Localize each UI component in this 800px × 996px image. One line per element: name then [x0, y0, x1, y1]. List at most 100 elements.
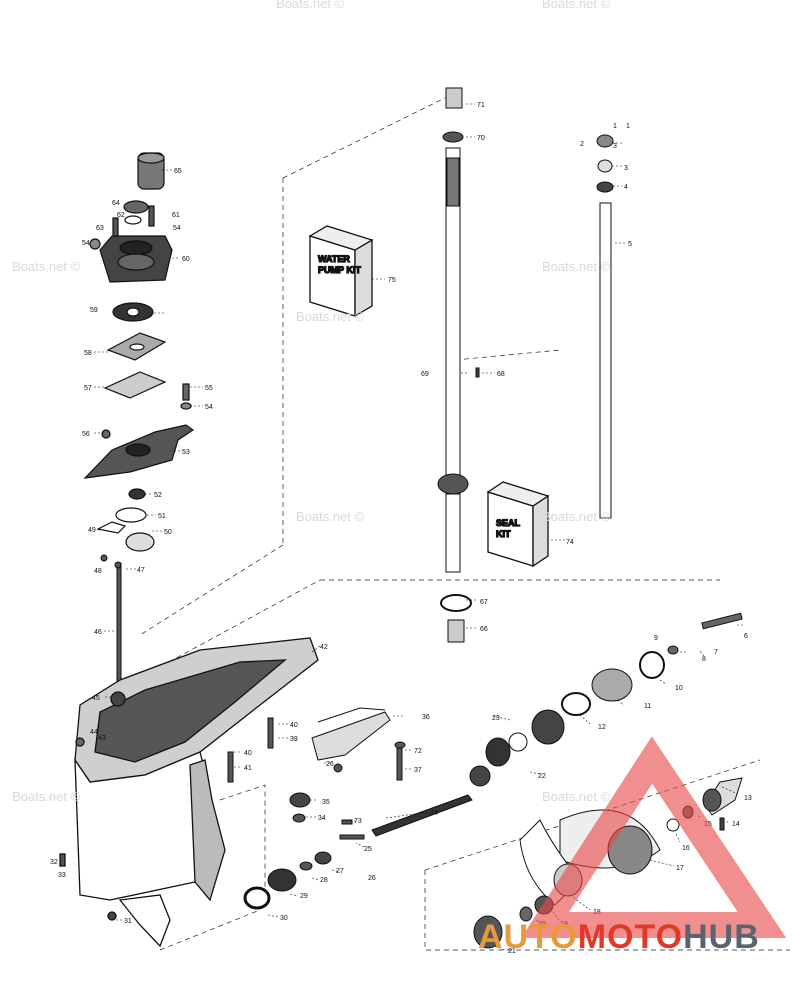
brand-auto: AUTO: [478, 918, 578, 956]
part-54-washer: [180, 402, 192, 410]
part-51-oring: [115, 507, 147, 523]
callout-69: 69: [421, 371, 429, 378]
part-22-gear: [485, 737, 511, 767]
logo-triangle-icon: [521, 736, 787, 938]
callout-72: 72: [414, 748, 422, 755]
callout-42: 42: [320, 644, 328, 651]
brand-hub: HUB: [683, 918, 760, 956]
callout-50: 50: [164, 529, 172, 536]
part-38-plate: [317, 707, 386, 723]
part-50-ring: [125, 532, 155, 552]
callout-47: 47: [137, 567, 145, 574]
callout-12: 12: [598, 724, 606, 731]
seal-kit-label-line: SEAL: [496, 518, 521, 528]
part-59-impeller: [112, 302, 154, 322]
callout-26: 26: [326, 761, 334, 768]
callout-46: 46: [94, 629, 102, 636]
callout-60: 60: [182, 256, 190, 263]
part-12-oring: [561, 692, 591, 716]
part-32-screw: [59, 853, 66, 867]
callout-34: 34: [318, 815, 326, 822]
callout-16: 16: [682, 845, 690, 852]
callout-62: 62: [117, 212, 125, 219]
part-9-washer: [667, 645, 679, 655]
callout-58: 58: [84, 350, 92, 357]
water-pump-kit-label-line: WATER: [318, 254, 350, 264]
part-4-seal: [596, 181, 614, 193]
part-27-bearing: [314, 851, 332, 865]
part-47-clip: [114, 561, 122, 569]
callout-55: 55: [205, 385, 213, 392]
part-24-shaft: [371, 794, 473, 837]
part-68-pin: [475, 367, 480, 378]
part-67-oring: [440, 594, 472, 612]
part-36-cover: [311, 711, 391, 761]
part-14-pin: [719, 817, 725, 831]
callout-28: 28: [320, 877, 328, 884]
part-3-bushing: [597, 159, 613, 173]
callout-24: 24: [430, 810, 438, 817]
callout-75: 75: [388, 277, 396, 284]
part-52-seal: [128, 488, 146, 500]
callout-6: 6: [744, 633, 748, 640]
gear-housing: [59, 637, 319, 948]
part-16-washer: [666, 818, 680, 832]
part-73-pin: [341, 819, 353, 825]
callout-43: 43: [98, 735, 106, 742]
callout-40b: 40: [244, 750, 252, 757]
callout-29: 29: [300, 893, 308, 900]
part-34-seal: [292, 813, 306, 823]
part-70-seal: [442, 131, 464, 143]
callout-13: 13: [744, 795, 752, 802]
watermark-lower-left: Boats.net ©: [12, 789, 81, 804]
callout-65: 65: [174, 168, 182, 175]
part-57-gasket: [103, 371, 167, 399]
part-45-nut: [110, 691, 126, 707]
seal-kit-label-line: KIT: [496, 529, 511, 539]
shift-rod: [100, 554, 122, 694]
callout-21: 21: [508, 948, 516, 955]
callout-52: 52: [154, 492, 162, 499]
callout-35: 35: [322, 799, 330, 806]
callout-17: 17: [676, 865, 684, 872]
brand-moto: MOTO: [577, 918, 684, 956]
callout-57: 57: [84, 385, 92, 392]
leader-lines: [60, 103, 743, 951]
callout-68: 68: [497, 371, 505, 378]
callout-64: 64: [112, 200, 120, 207]
callout-44: 44: [90, 729, 98, 736]
callout-26b: 26: [368, 875, 376, 882]
callout-7: 7: [714, 649, 718, 656]
lower-unit-small-parts: [227, 707, 406, 910]
assembly-guide-lines: [139, 92, 790, 951]
automotohub-logo: AUTOMOTOHUB: [478, 918, 760, 957]
part-37-stud: [396, 747, 403, 781]
part-66-bushing: [447, 619, 465, 643]
part-2-nut: [596, 134, 614, 148]
part-11-carrier: [591, 668, 633, 702]
callout-66: 66: [480, 626, 488, 633]
watermark-center: Boats.net ©: [296, 509, 365, 524]
callout-11: 11: [644, 703, 651, 710]
part-21-thrust-hub: [473, 915, 503, 949]
part-64-seal: [123, 200, 149, 214]
part-71-sleeve: [445, 87, 463, 109]
part-25-pin: [339, 834, 365, 840]
part-49-gasket-ring: [96, 521, 127, 534]
callout-4: 4: [624, 184, 628, 191]
part-61-bolt: [148, 205, 155, 227]
callout-22: 22: [538, 773, 546, 780]
watermark-left: Boats.net ©: [12, 259, 81, 274]
water-pump-stack: [83, 152, 195, 552]
callout-32: 32: [50, 859, 58, 866]
callout-70: 70: [477, 135, 485, 142]
water-pump-kit-label-line: PUMP KIT: [318, 265, 361, 275]
callout-67: 67: [480, 599, 488, 606]
part-10-oring: [639, 651, 665, 679]
